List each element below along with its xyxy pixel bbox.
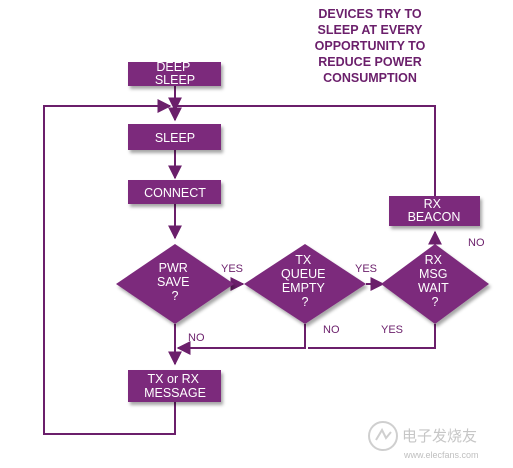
connect-line: CONNECT: [144, 186, 206, 200]
power-note-line: DEVICES TRY TO: [318, 7, 422, 21]
watermark-logo-icon: [368, 421, 398, 451]
edge-labels: YES NO YES NO YES NO: [188, 237, 485, 344]
pwr-save-line: ?: [172, 289, 179, 303]
connect-label: CONNECT: [144, 186, 206, 200]
rx-msg-line: RX: [425, 253, 443, 267]
tx-rx-message-line: TX or RX: [148, 372, 200, 386]
rx-beacon-line: RX: [424, 197, 442, 211]
pwr-save-line: PWR: [159, 261, 188, 275]
process-boxes: [128, 62, 480, 402]
edge-rx-beacon-loop: [175, 105, 436, 196]
sleep-line: SLEEP: [155, 131, 195, 145]
deep-sleep-box: [128, 62, 221, 86]
rx-msg-diamond: [381, 244, 489, 324]
power-note-line: CONSUMPTION: [323, 71, 417, 85]
deep-sleep-line: SLEEP: [155, 73, 195, 87]
sleep-box: [128, 124, 221, 150]
rx-msg-label: RX MSG WAIT ?: [418, 253, 452, 309]
node-labels: DEEP SLEEP SLEEP CONNECT PWR SAVE ? TX Q…: [144, 60, 460, 400]
rx-msg-line: WAIT: [418, 281, 449, 295]
watermark-url: www.elecfans.com: [403, 450, 479, 460]
tx-queue-diamond: [244, 244, 366, 324]
edge-rx-msg-yes: [308, 324, 436, 349]
watermark-brand: 电子发烧友: [402, 428, 477, 445]
tx-rx-message-label: TX or RX MESSAGE: [144, 372, 206, 400]
rx-msg-yes-label: YES: [381, 324, 403, 336]
rx-msg-no-label: NO: [468, 237, 485, 249]
tx-queue-line: EMPTY: [282, 281, 326, 295]
pwr-save-yes-label: YES: [221, 263, 243, 275]
pwr-save-line: SAVE: [157, 275, 189, 289]
tx-queue-line: QUEUE: [281, 267, 325, 281]
watermark-logo-mark: [375, 427, 392, 441]
rx-msg-line: MSG: [419, 267, 447, 281]
tx-queue-line: TX: [295, 253, 312, 267]
connectors: [43, 86, 442, 435]
tx-rx-message-line: MESSAGE: [144, 386, 206, 400]
watermark: 电子发烧友 www.elecfans.com: [368, 421, 479, 460]
deep-sleep-label: DEEP SLEEP: [155, 60, 195, 87]
power-note: DEVICES TRY TO SLEEP AT EVERY OPPORTUNIT…: [290, 6, 450, 86]
rx-msg-line: ?: [432, 295, 439, 309]
rx-beacon-box: [389, 196, 480, 226]
power-note-line: REDUCE POWER: [318, 55, 422, 69]
power-note-line: OPPORTUNITY TO: [314, 39, 426, 53]
deep-sleep-line: DEEP: [156, 60, 190, 74]
rx-beacon-label: RX BEACON: [408, 197, 461, 224]
edge-message-return: [43, 99, 176, 435]
tx-rx-message-box: [128, 370, 221, 402]
tx-queue-yes-label: YES: [355, 263, 377, 275]
connect-box: [128, 180, 221, 204]
decision-diamonds: [116, 244, 489, 324]
tx-queue-label: TX QUEUE EMPTY ?: [281, 253, 329, 309]
tx-queue-no-label: NO: [323, 324, 340, 336]
rx-beacon-line: BEACON: [408, 210, 461, 224]
pwr-save-diamond: [116, 244, 234, 324]
pwr-save-no-label: NO: [188, 332, 205, 344]
pwr-save-label: PWR SAVE ?: [157, 261, 193, 303]
tx-queue-line: ?: [302, 295, 309, 309]
sleep-label: SLEEP: [155, 131, 195, 145]
power-note-line: SLEEP AT EVERY: [317, 23, 423, 37]
edge-tx-queue-no: [176, 324, 306, 355]
